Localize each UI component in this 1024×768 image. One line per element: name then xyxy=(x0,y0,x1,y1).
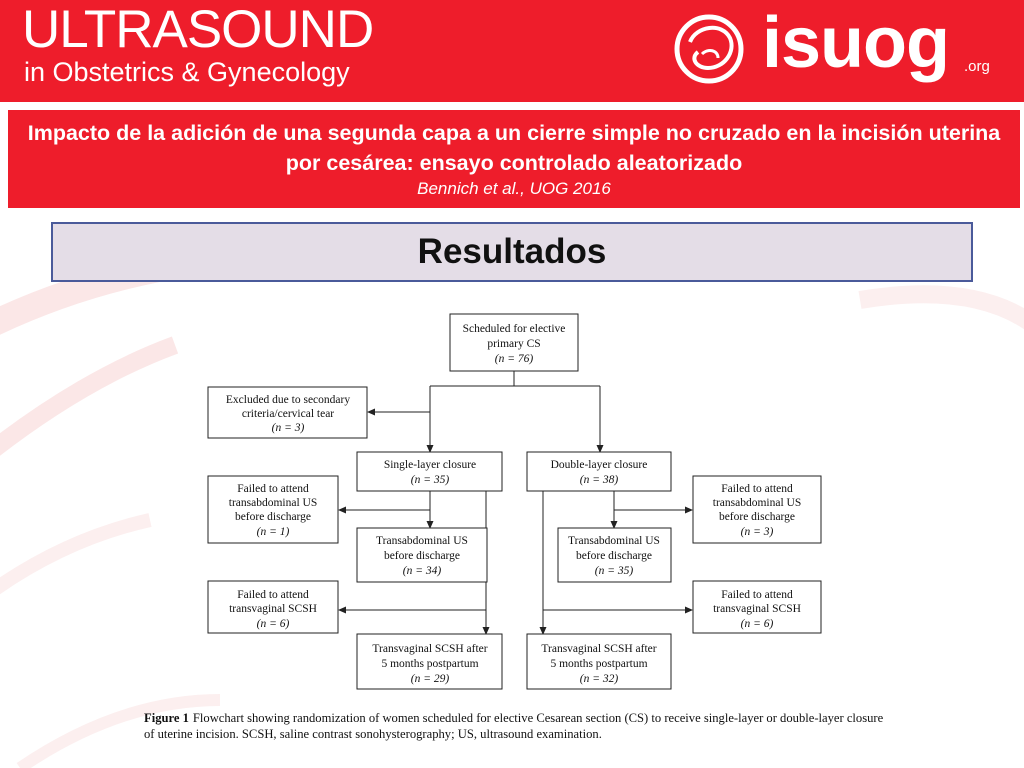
box-text: before discharge xyxy=(235,511,311,523)
box-text: transvaginal SCSH xyxy=(713,603,801,615)
box-text: Failed to attend xyxy=(721,589,793,601)
figure-caption-text: Flowchart showing randomization of women… xyxy=(144,711,884,741)
figure-label: Figure 1 xyxy=(144,711,189,725)
box-text: before discharge xyxy=(719,511,795,523)
box-count: (n = 32) xyxy=(580,673,619,685)
box-text: transvaginal SCSH xyxy=(229,603,317,615)
box-text: before discharge xyxy=(576,550,652,562)
flowchart-connectors xyxy=(338,371,693,635)
box-count: (n = 3) xyxy=(272,422,305,434)
box-count: (n = 35) xyxy=(411,474,450,486)
box-text: Failed to attend xyxy=(237,483,309,495)
box-single-tv xyxy=(356,633,503,690)
box-count: (n = 1) xyxy=(257,526,290,538)
box-text: Scheduled for elective xyxy=(463,323,566,335)
isuog-logo-suffix: .org xyxy=(964,58,990,75)
isuog-logo-text: isuog xyxy=(762,3,950,83)
study-citation: Bennich et al., UOG 2016 xyxy=(417,179,611,198)
box-text: Double-layer closure xyxy=(551,459,648,471)
box-text: Failed to attend xyxy=(721,483,793,495)
box-double-failed-tv xyxy=(692,580,822,634)
journal-header: ULTRASOUND in Obstetrics & Gynecology is… xyxy=(0,0,1024,102)
box-scheduled xyxy=(449,313,579,372)
box-count: (n = 35) xyxy=(595,565,634,577)
isuog-logo-icon xyxy=(674,14,744,84)
box-count: (n = 6) xyxy=(741,618,774,630)
box-text: criteria/cervical tear xyxy=(242,408,334,420)
box-single-failed-tv xyxy=(207,580,339,634)
box-text: Transabdominal US xyxy=(376,535,468,547)
box-text: transabdominal US xyxy=(229,497,317,509)
study-title: Impacto de la adición de una segunda cap… xyxy=(27,121,1001,175)
study-title-banner: Impacto de la adición de una segunda cap… xyxy=(8,110,1020,208)
box-text: transabdominal US xyxy=(713,497,801,509)
box-single-layer xyxy=(356,451,503,492)
box-double-tau xyxy=(557,527,672,583)
box-text: 5 months postpartum xyxy=(381,658,478,670)
box-text: Transvaginal SCSH after xyxy=(372,643,487,655)
box-count: (n = 34) xyxy=(403,565,442,577)
box-text: Transvaginal SCSH after xyxy=(541,643,656,655)
box-count: (n = 3) xyxy=(741,526,774,538)
box-count: (n = 76) xyxy=(495,353,534,365)
box-text: Excluded due to secondary xyxy=(226,394,350,406)
box-text: primary CS xyxy=(487,338,540,350)
box-excluded xyxy=(207,386,368,439)
box-single-failed-tau xyxy=(207,475,339,544)
box-single-tau xyxy=(356,527,488,583)
box-text: Single-layer closure xyxy=(384,459,476,471)
box-count: (n = 6) xyxy=(257,618,290,630)
box-double-tv xyxy=(526,633,672,690)
journal-subtitle: in Obstetrics & Gynecology xyxy=(24,57,350,87)
box-text: Transabdominal US xyxy=(568,535,660,547)
box-text: 5 months postpartum xyxy=(550,658,647,670)
box-count: (n = 29) xyxy=(411,673,450,685)
box-text: Failed to attend xyxy=(237,589,309,601)
box-double-failed-tau xyxy=(692,475,822,544)
journal-title: ULTRASOUND xyxy=(22,0,374,59)
box-text: before discharge xyxy=(384,550,460,562)
box-double-layer xyxy=(526,451,672,492)
box-count: (n = 38) xyxy=(580,474,619,486)
section-title: Resultados xyxy=(51,222,973,282)
